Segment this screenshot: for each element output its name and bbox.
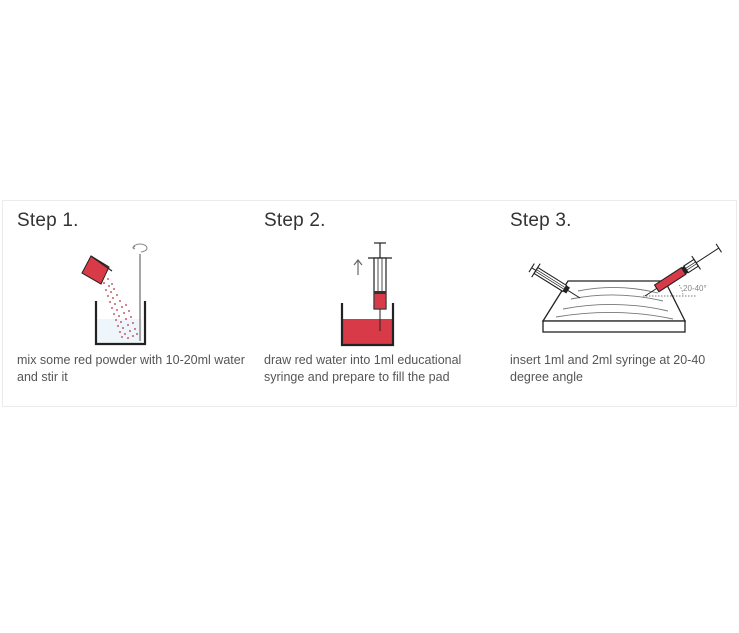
instruction-panel: Step 1. — [2, 200, 737, 407]
step-3: Step 3. 20-40° — [493, 201, 736, 406]
step-1-title: Step 1. — [17, 210, 79, 231]
angle-label: 20-40° — [683, 284, 707, 293]
step-3-title: Step 3. — [510, 210, 572, 231]
step-2: Step 2. draw red water into 1ml educatio… — [250, 201, 490, 406]
drawing-syringe-illustration — [340, 242, 395, 347]
inserting-syringes-illustration: 20-40° — [528, 243, 722, 333]
mixing-powder-illustration — [81, 243, 148, 346]
step-2-title: Step 2. — [264, 210, 326, 231]
step-1: Step 1. — [3, 201, 248, 406]
step-3-description: insert 1ml and 2ml syringe at 20-40 degr… — [510, 353, 706, 384]
step-2-description: draw red water into 1ml educational syri… — [264, 353, 462, 384]
step-1-description: mix some red powder with 10-20ml water a… — [17, 353, 245, 384]
